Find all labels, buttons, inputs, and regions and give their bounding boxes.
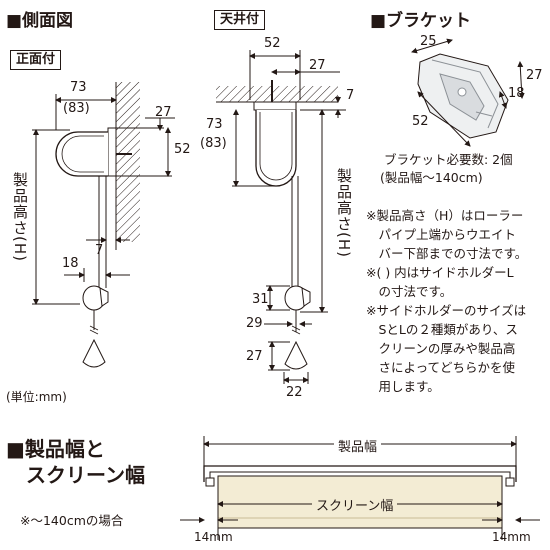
note-line: SとLの２種類があり、ス [366, 322, 518, 337]
ceiling-height-label: 製品高さ(H) [335, 168, 353, 258]
product-width-label: 製品幅 [334, 436, 382, 455]
dim-29: 29 [246, 316, 263, 331]
note-line: の寸法です。 [366, 284, 453, 299]
note-line: クリーンの厚みや製品高 [366, 341, 516, 356]
dim-52-wall: 52 [174, 142, 191, 157]
note-line: ※( ) 内はサイドホルダーL [366, 265, 514, 280]
ceiling-mount-label: 天井付 [214, 10, 266, 30]
dim-22: 22 [286, 385, 303, 400]
notes-block: ※製品高さ（H）はローラー パイプ上端からウエイト バー下部までの寸法です。 ※… [366, 206, 527, 396]
side-view-header: ■側面図 [6, 11, 74, 31]
unit-note: (単位:mm) [6, 390, 67, 404]
wall-mount-label: 正面付 [10, 50, 62, 70]
dim-83: (83) [63, 101, 90, 116]
right-margin-label: 14mm [492, 530, 531, 544]
width-condition-note: ※～140cmの場合 [20, 513, 124, 528]
dim-31: 31 [252, 292, 269, 307]
note-line: ※サイドホルダーのサイズは [366, 303, 527, 318]
bracket-header: ■ブラケット [370, 11, 472, 31]
dim-52-ceiling: 52 [264, 36, 281, 51]
dim-7-wall: 7 [95, 243, 104, 258]
dim-7-ceiling: 7 [346, 88, 355, 103]
width-header-line2: スクリーン幅 [26, 463, 145, 487]
note-line: ※製品高さ（H）はローラー [366, 208, 524, 223]
bracket-dim-25: 25 [420, 34, 437, 49]
ceiling-mount-drawing [216, 50, 346, 384]
dim-73: 73 [70, 80, 87, 95]
note-line: さによってどちらかを使 [366, 360, 516, 375]
left-margin-label: 14mm [194, 530, 233, 544]
bracket-caption-width: (製品幅～140cm) [380, 170, 483, 185]
note-line: 用します。 [366, 379, 440, 394]
bracket-caption-count: ブラケット必要数: 2個 [384, 152, 513, 167]
wall-height-label: 製品高さ(H) [11, 172, 29, 262]
bracket-dim-27: 27 [526, 68, 543, 83]
dim-27-ceiling: 27 [309, 58, 326, 73]
screen-width-label: スクリーン幅 [312, 495, 398, 514]
note-line: バー下部までの寸法です。 [366, 246, 528, 261]
bracket-drawing [411, 38, 525, 147]
bracket-dim-52: 52 [412, 114, 429, 129]
dim-73-ceiling: 73 [206, 117, 223, 132]
wall-mount-drawing [32, 82, 175, 368]
note-line: パイプ上端からウエイト [366, 227, 517, 242]
dim-83-ceiling: (83) [200, 136, 227, 151]
width-header-line1: ■製品幅と [6, 437, 105, 461]
dim-27-wall: 27 [155, 105, 172, 120]
dim-18-wall: 18 [62, 256, 79, 271]
bracket-dim-18: 18 [508, 86, 525, 101]
dim-27-weight: 27 [246, 349, 263, 364]
